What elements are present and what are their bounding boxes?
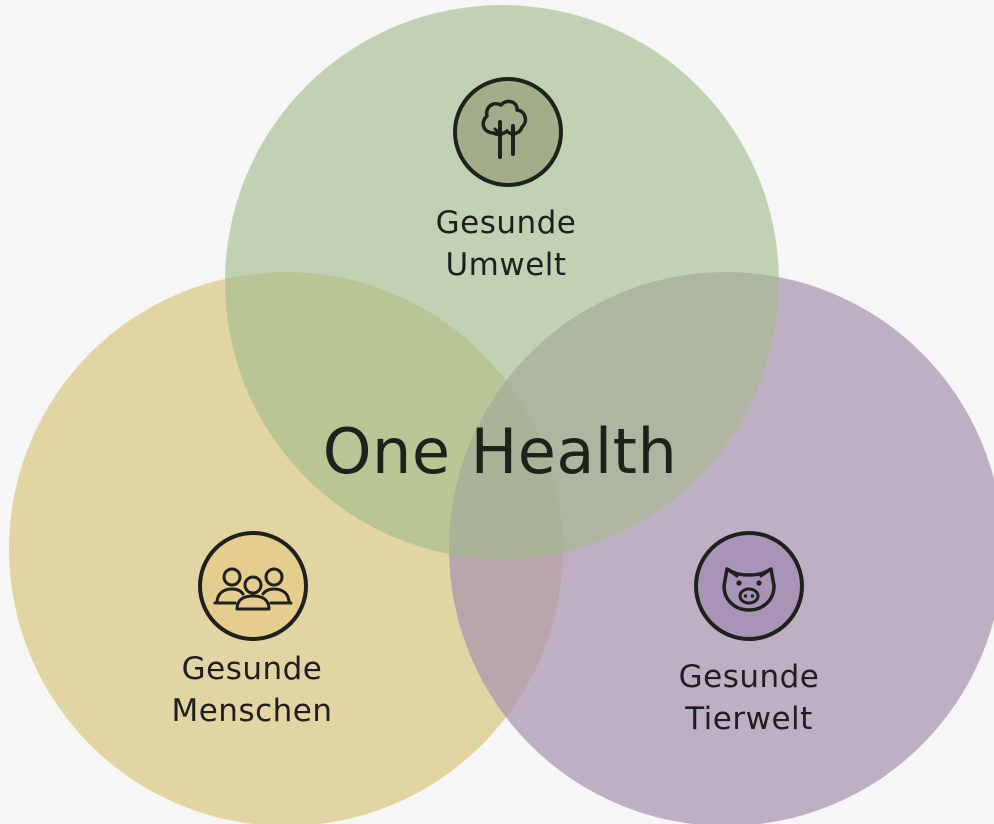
diagram-title: One Health	[322, 415, 678, 488]
label-animals-line1: Gesunde	[678, 659, 820, 695]
label-animals-line2: Tierwelt	[685, 701, 813, 737]
label-humans: Gesunde Menschen	[132, 648, 372, 732]
label-humans-line2: Menschen	[171, 693, 333, 729]
label-environment: Gesunde Umwelt	[386, 202, 626, 286]
people-icon	[197, 530, 309, 642]
pig-icon	[693, 530, 805, 642]
label-humans-line1: Gesunde	[181, 651, 323, 687]
circle-environment	[225, 5, 779, 559]
label-animals: Gesunde Tierwelt	[629, 656, 869, 740]
tree-icon	[452, 76, 564, 188]
label-environment-line2: Umwelt	[445, 247, 567, 283]
label-environment-line1: Gesunde	[435, 205, 577, 241]
